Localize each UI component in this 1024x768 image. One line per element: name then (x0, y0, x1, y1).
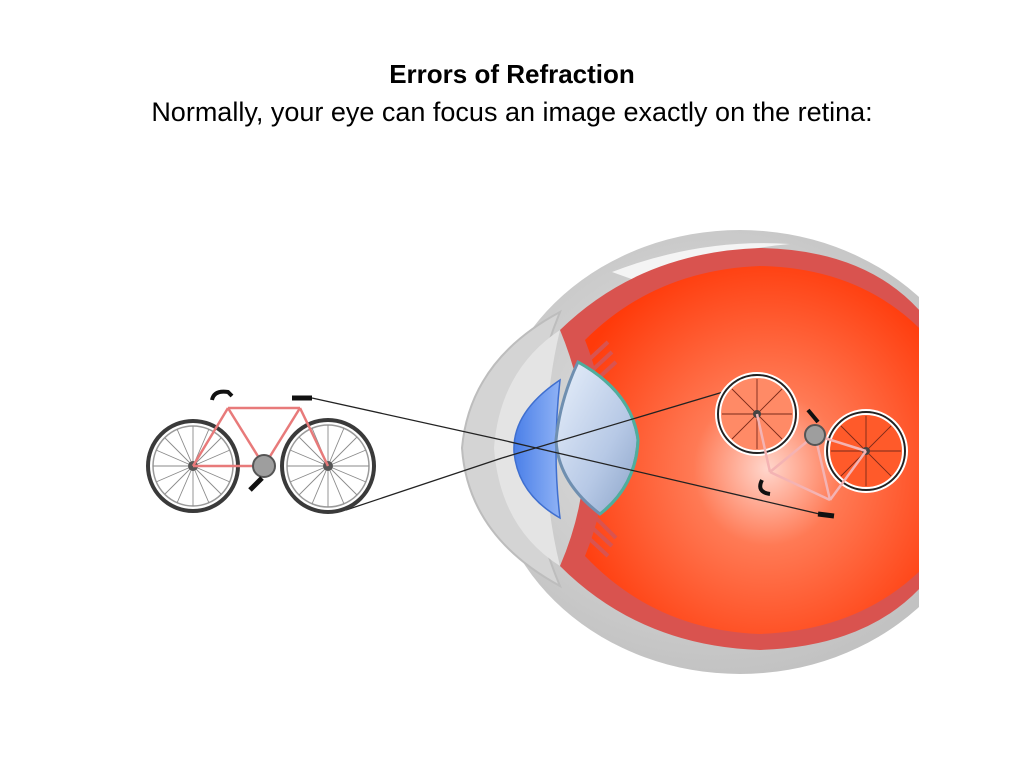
ray-top-refracted (501, 439, 829, 517)
retinal-pedal (806, 408, 820, 424)
bicycle-icon (146, 389, 376, 514)
ray-top (311, 397, 503, 441)
lens-rim (577, 360, 640, 516)
retinal-chainring (804, 424, 826, 446)
title-block: Errors of Refraction Normally, your eye … (0, 56, 1024, 132)
seat (210, 389, 234, 401)
retinal-handlebar (817, 511, 835, 519)
chainring (252, 454, 276, 478)
retinal-seat (758, 479, 771, 496)
slide-subtitle: Normally, your eye can focus an image ex… (151, 97, 873, 127)
ray-bottom (345, 457, 503, 511)
eyeball (460, 230, 919, 674)
slide-title: Errors of Refraction (389, 59, 635, 89)
pedal (248, 476, 264, 492)
light-rays (311, 377, 829, 517)
inverted-bicycle-icon (715, 372, 908, 519)
